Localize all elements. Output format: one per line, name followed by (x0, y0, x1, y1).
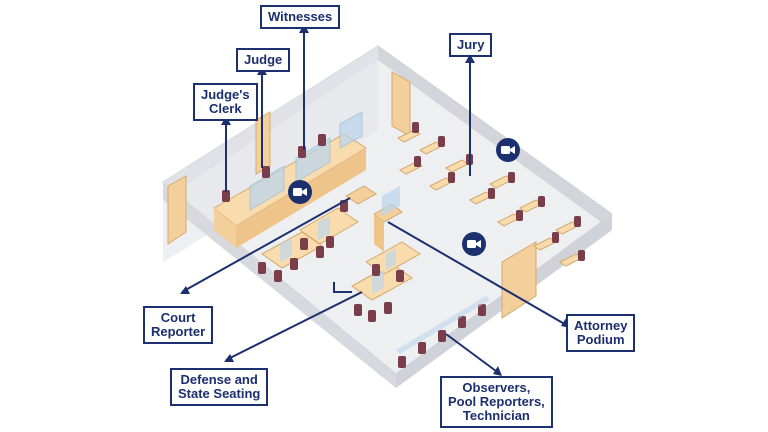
podium-front (374, 214, 384, 252)
camera-icon (288, 180, 312, 204)
label-defense-state-line2: State Seating (178, 386, 261, 401)
label-observers-line3: Technician (462, 408, 530, 423)
label-judges-clerk: Judge's Clerk (193, 83, 258, 121)
reporter-desk (345, 185, 377, 205)
label-judges-clerk-line1: Judge's (201, 87, 250, 102)
label-court-reporter-line1: Court (160, 310, 196, 325)
label-attorney-podium-line1: Attorney (574, 318, 628, 333)
label-witnesses: Witnesses (260, 5, 341, 29)
camera-icon (496, 138, 520, 162)
label-observers-line2: Pool Reporters, (448, 394, 545, 409)
counsel-chairs (258, 200, 404, 322)
door-right (501, 241, 537, 319)
back-right-wall (378, 46, 612, 230)
camera-icon (462, 232, 486, 256)
label-jury-text: Jury (457, 37, 485, 52)
observer-chairs (398, 304, 486, 368)
witness-glass (339, 111, 363, 149)
label-attorney-podium: Attorney Podium (566, 314, 636, 352)
leader-court-reporter (181, 197, 351, 293)
jury-area (397, 122, 585, 267)
label-judges-clerk-line2: Clerk (209, 101, 242, 116)
label-attorney-podium-line2: Podium (576, 332, 625, 347)
leader-defense (225, 291, 363, 361)
door-back (391, 71, 411, 137)
label-observers-line1: Observers, (462, 380, 531, 395)
door-left (167, 175, 187, 245)
leader-podium (387, 221, 569, 327)
label-defense-state-seating: Defense and State Seating (170, 368, 269, 406)
leader-observers (445, 333, 501, 375)
label-court-reporter-line2: Reporter (151, 324, 206, 339)
label-court-reporter: Court Reporter (143, 306, 214, 344)
leader-defense-bracket (333, 282, 352, 293)
judge-bench-front (214, 208, 236, 248)
label-witnesses-text: Witnesses (268, 9, 333, 24)
label-defense-state-line1: Defense and (180, 372, 258, 387)
label-judge-text: Judge (244, 52, 283, 67)
label-judge: Judge (236, 48, 291, 72)
label-observers: Observers, Pool Reporters, Technician (440, 376, 553, 428)
label-jury: Jury (449, 33, 493, 57)
bench-glass-1 (249, 165, 285, 211)
